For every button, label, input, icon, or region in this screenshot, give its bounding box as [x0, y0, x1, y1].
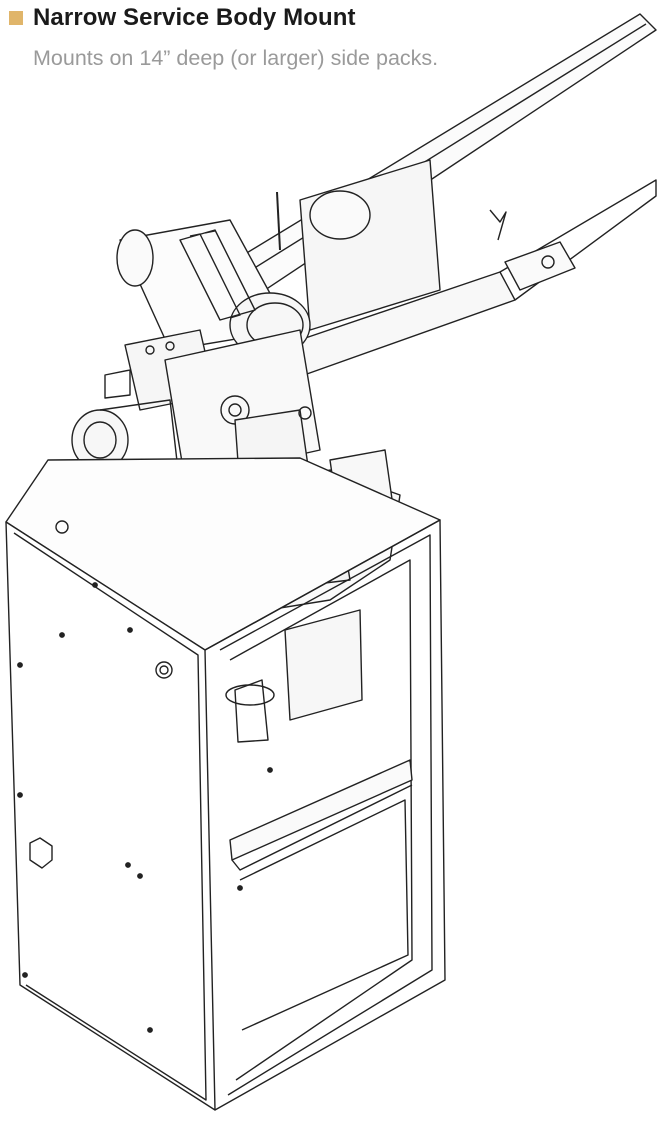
- antenna: [276, 191, 281, 251]
- boom-tube: [221, 13, 657, 331]
- section-title: Narrow Service Body Mount: [33, 4, 356, 31]
- mount-box: [5, 457, 446, 1111]
- hydraulic-cylinder: [269, 179, 657, 381]
- section-description: Mounts on 14” deep (or larger) side pack…: [33, 46, 439, 70]
- section-header: Narrow Service Body Mount Mounts on 14” …: [0, 0, 658, 90]
- square-bullet-icon: [9, 11, 23, 25]
